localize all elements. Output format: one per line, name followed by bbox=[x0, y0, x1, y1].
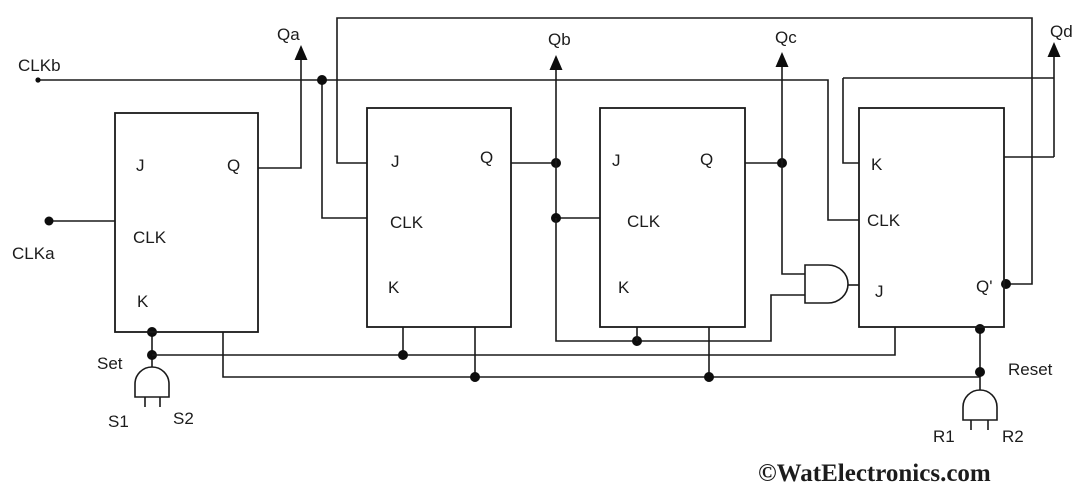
flip-flop-3-body bbox=[599, 107, 746, 328]
wire-clkb-to-ff2-clk bbox=[321, 80, 367, 219]
flip-flop-1-body bbox=[114, 112, 259, 333]
junction-dot bbox=[975, 367, 985, 377]
flip-flop-4-body bbox=[858, 107, 1005, 328]
jk-flip-flop-2: J Q CLK K bbox=[366, 107, 512, 328]
ff1-k-label: K bbox=[137, 292, 149, 311]
clkb-endpoint-dot bbox=[35, 77, 41, 83]
junction-dot bbox=[317, 75, 327, 85]
junction-dot bbox=[1001, 279, 1011, 289]
jk-flip-flop-3: J Q CLK K bbox=[599, 107, 746, 328]
qc-arrowhead-icon bbox=[775, 52, 789, 67]
wire-qb-to-ff3-clk bbox=[555, 163, 600, 219]
wire-clkb-rail bbox=[38, 79, 859, 221]
ff3-k-label: K bbox=[618, 278, 630, 297]
qc-label: Qc bbox=[775, 28, 797, 47]
ff1-q-label: Q bbox=[227, 156, 240, 175]
clkb-label: CLKb bbox=[18, 56, 61, 75]
clka-endpoint-dot bbox=[44, 216, 54, 226]
wire-q4bar-feedback-to-ff2-j bbox=[336, 17, 1033, 285]
qa-label: Qa bbox=[277, 25, 300, 44]
ff2-q-label: Q bbox=[480, 148, 493, 167]
ff3-clk-label: CLK bbox=[627, 212, 661, 231]
set-label: Set bbox=[97, 354, 123, 373]
wire-qc-to-and-input bbox=[781, 163, 805, 275]
ff4-clk-label: CLK bbox=[867, 211, 901, 230]
watermark-text: ©WatElectronics.com bbox=[758, 460, 991, 487]
wire-qb-to-and-input bbox=[555, 218, 805, 342]
wire-qa bbox=[258, 58, 302, 169]
and-gate-icon bbox=[804, 264, 849, 304]
ff2-clk-label: CLK bbox=[390, 213, 424, 232]
labels: CLKb CLKa Qa Qb Qc Qd Set Reset S1 S2 R1… bbox=[12, 22, 1073, 487]
clka-label: CLKa bbox=[12, 244, 55, 263]
and-gate bbox=[804, 264, 849, 304]
qb-arrowhead-icon bbox=[549, 55, 563, 70]
set-switch-icon bbox=[134, 366, 170, 398]
reset-switch-prongs bbox=[970, 420, 989, 430]
junction-dot bbox=[704, 372, 714, 382]
qd-arrowhead-icon bbox=[1047, 42, 1061, 57]
junction-dot bbox=[470, 372, 480, 382]
junction-dot bbox=[975, 324, 985, 334]
ff3-j-label: J bbox=[612, 151, 621, 170]
jk-flip-flop-1: J Q CLK K bbox=[114, 112, 259, 333]
wire-reset-bus bbox=[222, 332, 980, 378]
jk-flip-flop-4: K CLK J Q' bbox=[858, 107, 1005, 328]
r2-label: R2 bbox=[1002, 427, 1024, 446]
set-switch-prongs bbox=[144, 397, 161, 407]
ff4-k-label: K bbox=[871, 155, 883, 174]
qa-arrowhead-icon bbox=[294, 45, 308, 60]
flip-flop-2-body bbox=[366, 107, 512, 328]
qb-label: Qb bbox=[548, 30, 571, 49]
ff1-j-label: J bbox=[136, 156, 145, 175]
set-switch bbox=[134, 366, 170, 407]
s1-label: S1 bbox=[108, 412, 129, 431]
reset-label: Reset bbox=[1008, 360, 1053, 379]
s2-label: S2 bbox=[173, 409, 194, 428]
ff4-qbar-label: Q' bbox=[976, 277, 992, 296]
reset-switch bbox=[962, 389, 998, 430]
junction-dot bbox=[398, 350, 408, 360]
ff3-q-label: Q bbox=[700, 150, 713, 169]
ff4-j-label: J bbox=[875, 282, 884, 301]
wire-ff4-k-drop bbox=[842, 78, 859, 164]
qd-label: Qd bbox=[1050, 22, 1073, 41]
r1-label: R1 bbox=[933, 427, 955, 446]
wire-set-bus bbox=[152, 327, 896, 356]
wires bbox=[35, 17, 1061, 390]
ff1-clk-label: CLK bbox=[133, 228, 167, 247]
ff2-j-label: J bbox=[391, 152, 400, 171]
ff2-k-label: K bbox=[388, 278, 400, 297]
reset-switch-icon bbox=[962, 389, 998, 421]
